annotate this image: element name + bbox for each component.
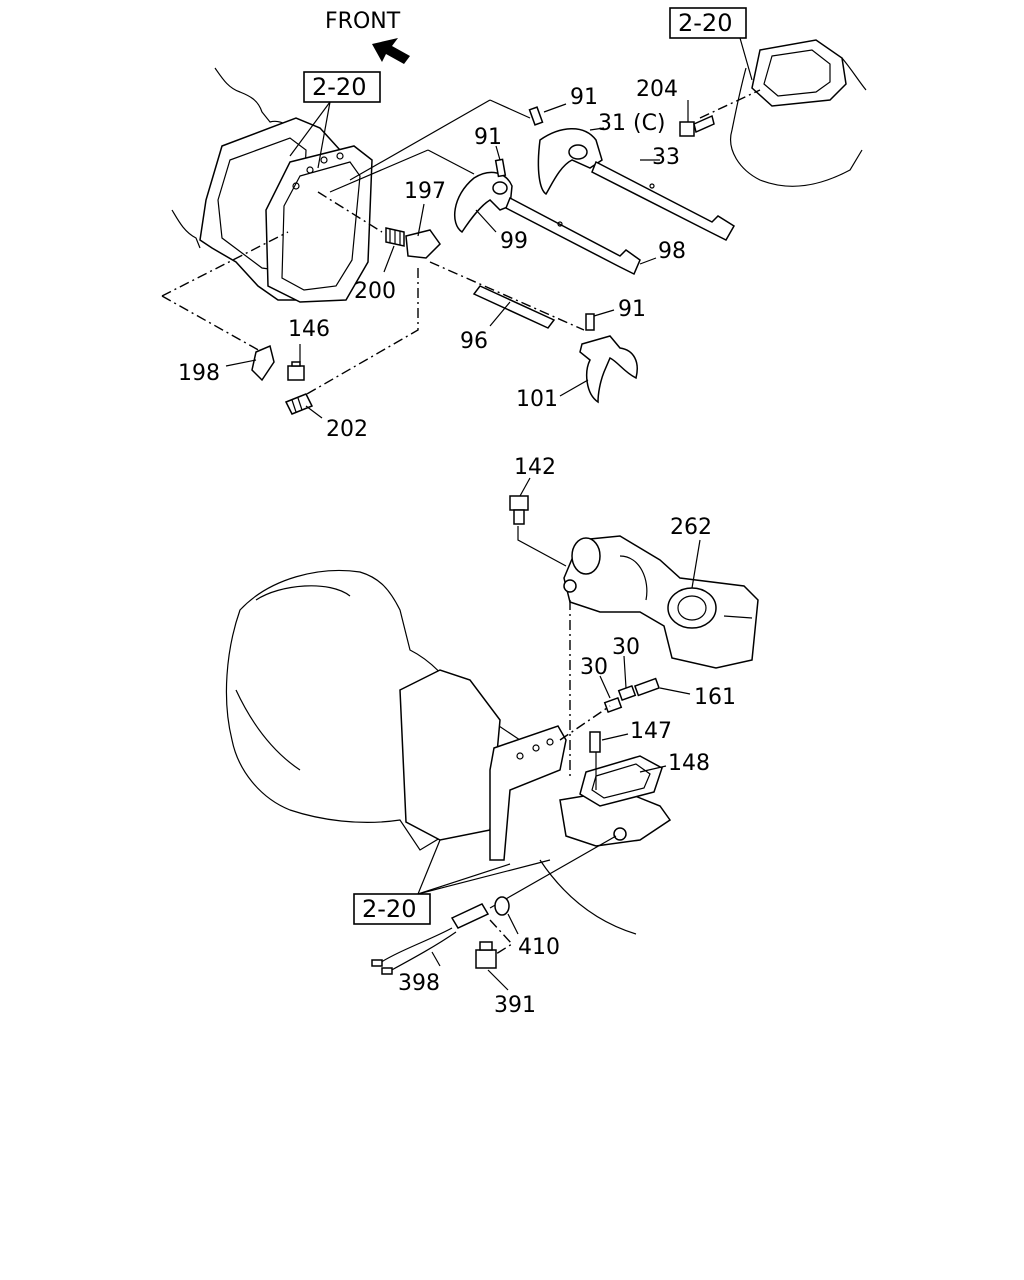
callout-91: 91 — [618, 297, 646, 322]
svg-text:2-20: 2-20 — [362, 895, 416, 923]
callout-148: 148 — [668, 751, 710, 776]
svg-text:2-20: 2-20 — [312, 73, 366, 101]
transmission-case-bottom — [225, 569, 672, 935]
callout-101: 101 — [516, 387, 558, 412]
callout-98: 98 — [658, 239, 686, 264]
callout-410: 410 — [518, 935, 560, 960]
transmission-case-top-left — [171, 67, 373, 303]
shift-fork-99 — [454, 171, 513, 234]
callout-200: 200 — [354, 279, 396, 304]
callout-147: 147 — [630, 719, 672, 744]
part-197 — [405, 229, 441, 259]
callout-161: 161 — [694, 685, 736, 710]
pin-30-b — [617, 684, 637, 702]
shift-fork-101 — [579, 335, 638, 404]
reference-box[interactable]: 2-20 — [353, 893, 431, 925]
callout-262: 262 — [670, 515, 712, 540]
pin-147 — [589, 731, 601, 753]
callout-398: 398 — [398, 971, 440, 996]
switch-398 — [371, 903, 490, 975]
reference-box[interactable]: 2-20 — [669, 7, 747, 39]
pin-161 — [633, 677, 661, 697]
callout-146: 146 — [288, 317, 330, 342]
callout-142: 142 — [514, 455, 556, 480]
gasket-148 — [579, 755, 663, 807]
callout-99: 99 — [500, 229, 528, 254]
transmission-case-top-right — [730, 39, 867, 187]
pin-91-a — [528, 106, 544, 126]
shift-fork-31c — [537, 128, 603, 196]
spring-200 — [385, 227, 405, 247]
front-arrow-icon — [372, 38, 410, 64]
washer-410 — [494, 896, 510, 916]
callout-197: 197 — [404, 179, 446, 204]
plug-391 — [475, 941, 497, 969]
svg-text:2-20: 2-20 — [678, 9, 732, 37]
switch-202 — [284, 393, 314, 415]
reference-box[interactable]: 2-20 — [303, 71, 381, 103]
callout-198: 198 — [178, 361, 220, 386]
callout-91: 91 — [474, 125, 502, 150]
callouts: 91 31 (C) 204 33 91 197 99 98 200 146 96… — [178, 77, 736, 1018]
callout-204: 204 — [636, 77, 678, 102]
shift-rod-33 — [591, 160, 736, 241]
callout-391: 391 — [494, 993, 536, 1018]
shift-rod-96 — [472, 285, 556, 329]
clip-198 — [251, 344, 275, 382]
pin-91-b — [494, 158, 507, 178]
shift-rod-98 — [505, 196, 641, 276]
callout-91: 91 — [570, 85, 598, 110]
pin-91-c — [585, 313, 595, 331]
callout-96: 96 — [460, 329, 488, 354]
callout-33: 33 — [652, 145, 680, 170]
callout-31c: 31 (C) — [598, 111, 666, 136]
callout-30: 30 — [580, 655, 608, 680]
bolt-146 — [287, 361, 305, 381]
bolt-142 — [509, 495, 529, 525]
callout-30: 30 — [612, 635, 640, 660]
pin-30-a — [603, 696, 623, 714]
front-label: FRONT — [325, 9, 401, 34]
callout-202: 202 — [326, 417, 368, 442]
bolt-204 — [679, 114, 715, 137]
shift-tower-262 — [563, 535, 759, 669]
